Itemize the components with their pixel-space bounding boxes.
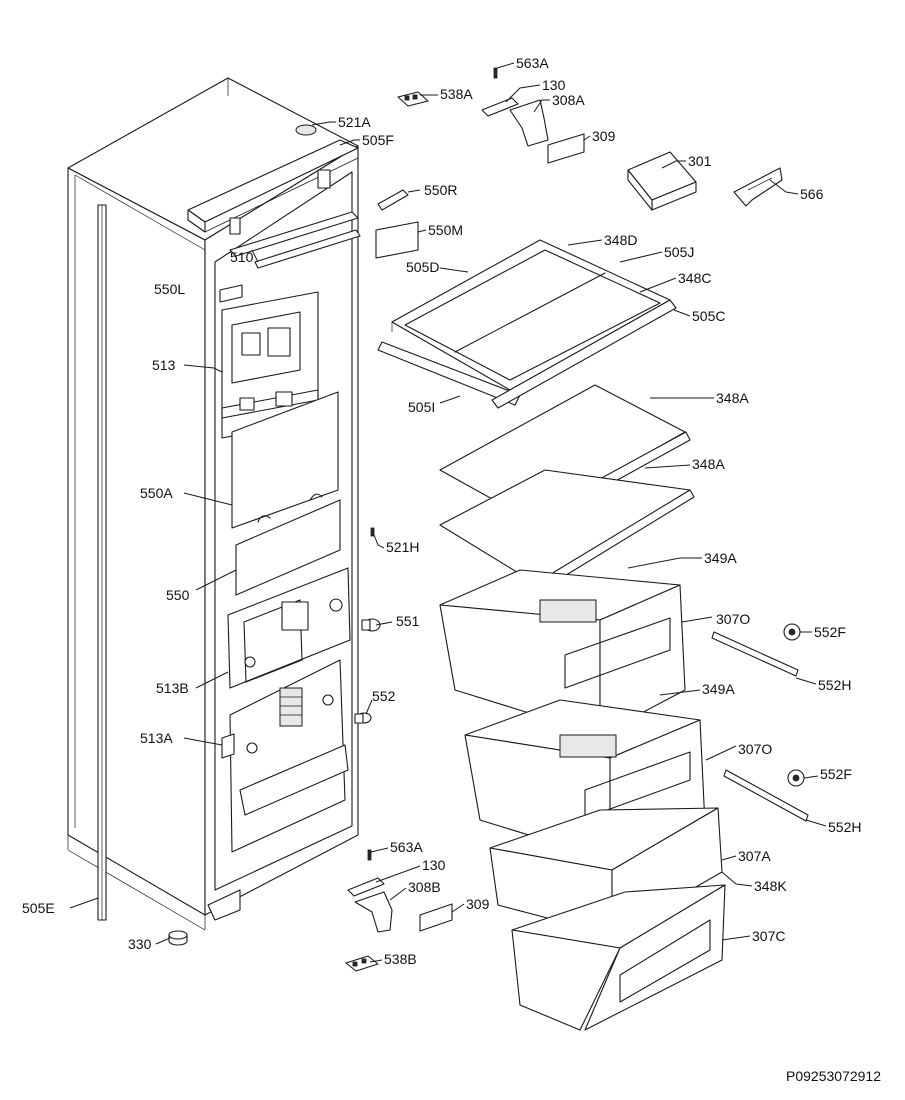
label-349A-lower: 349A bbox=[702, 681, 735, 697]
document-number: P09253072912 bbox=[786, 1068, 881, 1084]
label-513B: 513B bbox=[156, 680, 189, 696]
lower-control-housing-513A bbox=[221, 659, 349, 853]
label-505I: 505I bbox=[408, 399, 435, 415]
label-301: 301 bbox=[688, 153, 712, 169]
label-348C: 348C bbox=[678, 270, 711, 286]
label-552F-upper: 552F bbox=[814, 624, 846, 640]
label-510: 510 bbox=[230, 249, 254, 265]
label-538A: 538A bbox=[440, 86, 473, 102]
label-566: 566 bbox=[800, 186, 824, 202]
label-563A-top: 563A bbox=[516, 55, 549, 71]
label-521H: 521H bbox=[386, 539, 419, 555]
fasteners bbox=[354, 67, 498, 861]
label-552H-upper: 552H bbox=[818, 677, 851, 693]
label-309-bottom: 309 bbox=[466, 896, 490, 912]
label-513: 513 bbox=[152, 357, 176, 373]
cover-550 bbox=[235, 499, 341, 596]
label-551: 551 bbox=[396, 613, 420, 629]
drawer-slides bbox=[711, 623, 809, 822]
label-505C: 505C bbox=[692, 308, 725, 324]
ice-scoop bbox=[733, 167, 783, 207]
label-550R: 550R bbox=[424, 182, 457, 198]
crisper-drawer-307C bbox=[511, 884, 726, 1031]
label-513A: 513A bbox=[140, 730, 173, 746]
label-130-bottom: 130 bbox=[422, 857, 446, 873]
label-550: 550 bbox=[166, 587, 190, 603]
label-308B: 308B bbox=[408, 879, 441, 895]
water-cover-550A bbox=[231, 391, 339, 529]
label-307A: 307A bbox=[738, 848, 771, 864]
label-130-top: 130 bbox=[542, 77, 566, 93]
part-labels: 563A 538A 130 308A 521A 505F 309 301 566… bbox=[22, 55, 861, 967]
hinge-parts-bottom bbox=[345, 877, 453, 972]
label-330: 330 bbox=[128, 936, 152, 952]
label-521A: 521A bbox=[338, 114, 371, 130]
label-552F-lower: 552F bbox=[820, 766, 852, 782]
label-550M: 550M bbox=[428, 222, 463, 238]
label-552H-lower: 552H bbox=[828, 819, 861, 835]
label-348K: 348K bbox=[754, 878, 787, 894]
door-seal bbox=[97, 204, 107, 921]
light-covers bbox=[219, 189, 419, 303]
upper-control-housing-513 bbox=[221, 291, 319, 439]
label-348D: 348D bbox=[604, 232, 637, 248]
label-550A: 550A bbox=[140, 485, 173, 501]
label-309-top: 309 bbox=[592, 128, 616, 144]
label-308A: 308A bbox=[552, 92, 585, 108]
label-538B: 538B bbox=[384, 951, 417, 967]
label-552: 552 bbox=[372, 688, 396, 704]
label-505D: 505D bbox=[406, 259, 439, 275]
label-307O-lower: 307O bbox=[738, 741, 772, 757]
lower-control-housing-513B bbox=[227, 567, 351, 689]
label-563A-bottom: 563A bbox=[390, 839, 423, 855]
label-550L: 550L bbox=[154, 281, 185, 297]
shelf-348A-lower bbox=[439, 469, 695, 592]
label-307O-upper: 307O bbox=[716, 611, 750, 627]
ice-cube-tray bbox=[627, 151, 697, 211]
label-307C: 307C bbox=[752, 928, 785, 944]
hinge-parts-top bbox=[397, 91, 585, 164]
label-505F: 505F bbox=[362, 132, 394, 148]
label-348A-lower: 348A bbox=[692, 456, 725, 472]
label-505J: 505J bbox=[664, 244, 694, 260]
leveling-foot bbox=[168, 930, 188, 946]
top-shelf-assembly bbox=[377, 239, 677, 409]
label-505E: 505E bbox=[22, 900, 55, 916]
leader-lines bbox=[69, 62, 827, 963]
label-349A-upper: 349A bbox=[704, 550, 737, 566]
label-348A-upper: 348A bbox=[716, 390, 749, 406]
